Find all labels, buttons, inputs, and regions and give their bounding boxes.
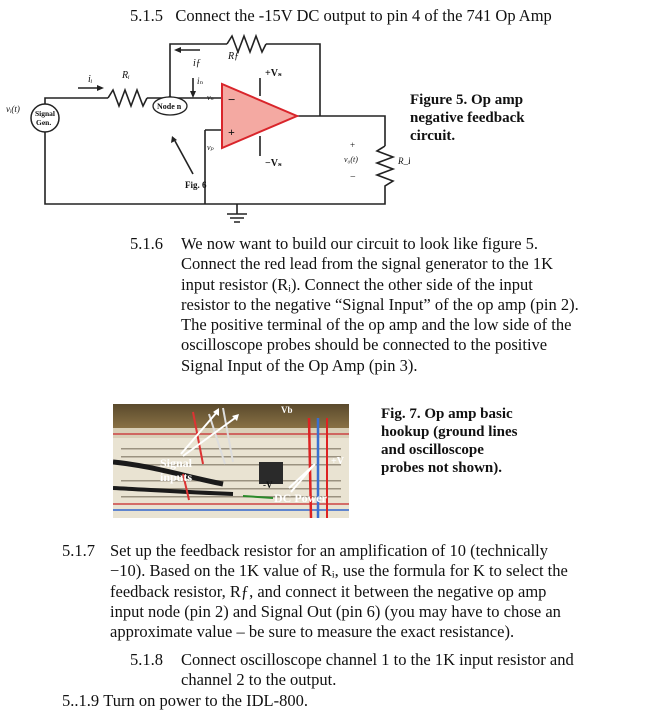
text-line: −10). Based on the 1K value of Rᵢ, use t…	[110, 561, 568, 581]
photo-label-vb: Vb	[281, 405, 293, 415]
caption-line: Figure 5. Op amp	[410, 92, 524, 108]
caption-line: and oscilloscope	[381, 442, 484, 458]
text-line: oscilloscope probes should be connected …	[181, 335, 548, 355]
figure-7-photo: Signal inputs DC Power +V -V Vb	[113, 404, 349, 518]
label-vi: vᵢ(t)	[6, 104, 20, 114]
label-vp: vₚ	[207, 143, 215, 152]
step-number: 5.1.7	[62, 541, 95, 560]
label-op-plus: +	[228, 125, 235, 139]
figure-5-caption: Figure 5. Op amp negative feedback circu…	[410, 91, 525, 145]
label-op-minus: −	[228, 92, 235, 107]
label-ii: iᵢ	[88, 74, 93, 85]
caption-line: Fig. 7. Op amp basic	[381, 406, 513, 422]
text-line: input resistor (Rᵢ). Connect the other s…	[181, 274, 533, 294]
text-line: resistor to the negative “Signal Input” …	[181, 294, 579, 314]
step-number: 5..1.9	[62, 691, 100, 710]
step-5-1-7: 5.1.7 Set up the feedback resistor for a…	[62, 541, 652, 642]
label-signal: Signal	[35, 109, 55, 118]
photo-label-inputs: inputs	[160, 470, 192, 484]
text-line: input node (pin 2) and Signal Out (pin 6…	[110, 601, 561, 621]
text-line: Set up the feedback resistor for an ampl…	[110, 541, 549, 560]
op-amp-symbol	[221, 82, 300, 150]
caption-line: hookup (ground lines	[381, 424, 518, 440]
label-neg-rail: −Vₛ	[265, 158, 282, 169]
label-in: iₙ	[197, 76, 204, 86]
text-line: Signal Input of the Op Amp (pin 3).	[181, 355, 418, 375]
label-out-plus: +	[350, 140, 355, 150]
caption-line: negative feedback	[410, 110, 525, 126]
photo-label-dc-power: DC Power	[274, 491, 328, 505]
photo-label-plus-v: +V	[331, 456, 345, 467]
photo-label-signal: Signal	[160, 456, 193, 470]
label-vo: v₀(t)	[344, 155, 358, 164]
signal-generator-icon	[30, 103, 60, 133]
text-line: Connect oscilloscope channel 1 to the 1K…	[181, 650, 574, 669]
caption-line: circuit.	[410, 128, 456, 144]
text-line: We now want to build our circuit to look…	[181, 234, 539, 253]
input-wire	[44, 97, 108, 106]
text-line: The positive terminal of the op amp and …	[181, 315, 572, 335]
feedback-wire-left	[169, 43, 227, 98]
text-line: approximate value – be sure to measure t…	[110, 622, 515, 642]
input-resistor	[107, 87, 148, 109]
arrow-signal-1	[180, 411, 218, 455]
step-text: Turn on power to the IDL-800.	[103, 691, 308, 710]
label-if: iƒ	[193, 58, 201, 69]
label-RL: R_L	[397, 156, 410, 166]
text-line: Connect the red lead from the signal gen…	[181, 254, 554, 274]
label-vn: vₙ	[207, 93, 214, 102]
step-text: Connect the -15V DC output to pin 4 of t…	[175, 6, 552, 25]
load-resistor	[374, 145, 396, 191]
step-5-1-9: 5..1.9 Turn on power to the IDL-800.	[62, 691, 308, 711]
output-wire	[297, 115, 386, 146]
label-gen: Gen.	[36, 118, 51, 127]
label-node-n: Node n	[157, 102, 182, 111]
node-n-marker	[152, 96, 188, 116]
text-line: channel 2 to the output.	[181, 670, 337, 690]
label-fig6: Fig. 6	[185, 180, 207, 190]
feedback-resistor	[226, 33, 267, 55]
photo-label-minus-v: -V	[263, 480, 273, 490]
step-5-1-8: 5.1.8 Connect oscilloscope channel 1 to …	[130, 650, 650, 691]
step-number: 5.1.5	[130, 6, 163, 25]
step-5-1-6: 5.1.6 We now want to build our circuit t…	[130, 234, 650, 376]
figure-7-caption: Fig. 7. Op amp basic hookup (ground line…	[381, 405, 517, 477]
step-5-1-5: 5.1.5 Connect the -15V DC output to pin …	[130, 6, 552, 26]
figure-5-circuit: vᵢ(t) Signal Gen. iᵢ Rᵢ Rƒ iƒ iₙ Node n …	[6, 33, 410, 223]
label-Ri: Rᵢ	[121, 70, 130, 81]
arrow-signal-2	[182, 417, 236, 457]
arrow-dc	[290, 465, 314, 493]
step-number: 5.1.6	[130, 234, 163, 253]
label-Rf: Rƒ	[227, 51, 239, 62]
text-line: feedback resistor, Rƒ, and connect it be…	[110, 581, 547, 601]
feedback-wire-right	[266, 43, 321, 116]
label-pos-rail: +Vₛ	[265, 68, 282, 79]
caption-line: probes not shown).	[381, 460, 503, 476]
ground-symbol	[227, 204, 247, 223]
step-number: 5.1.8	[130, 650, 163, 669]
ground-wire	[44, 131, 386, 205]
label-out-minus: −	[350, 172, 356, 183]
